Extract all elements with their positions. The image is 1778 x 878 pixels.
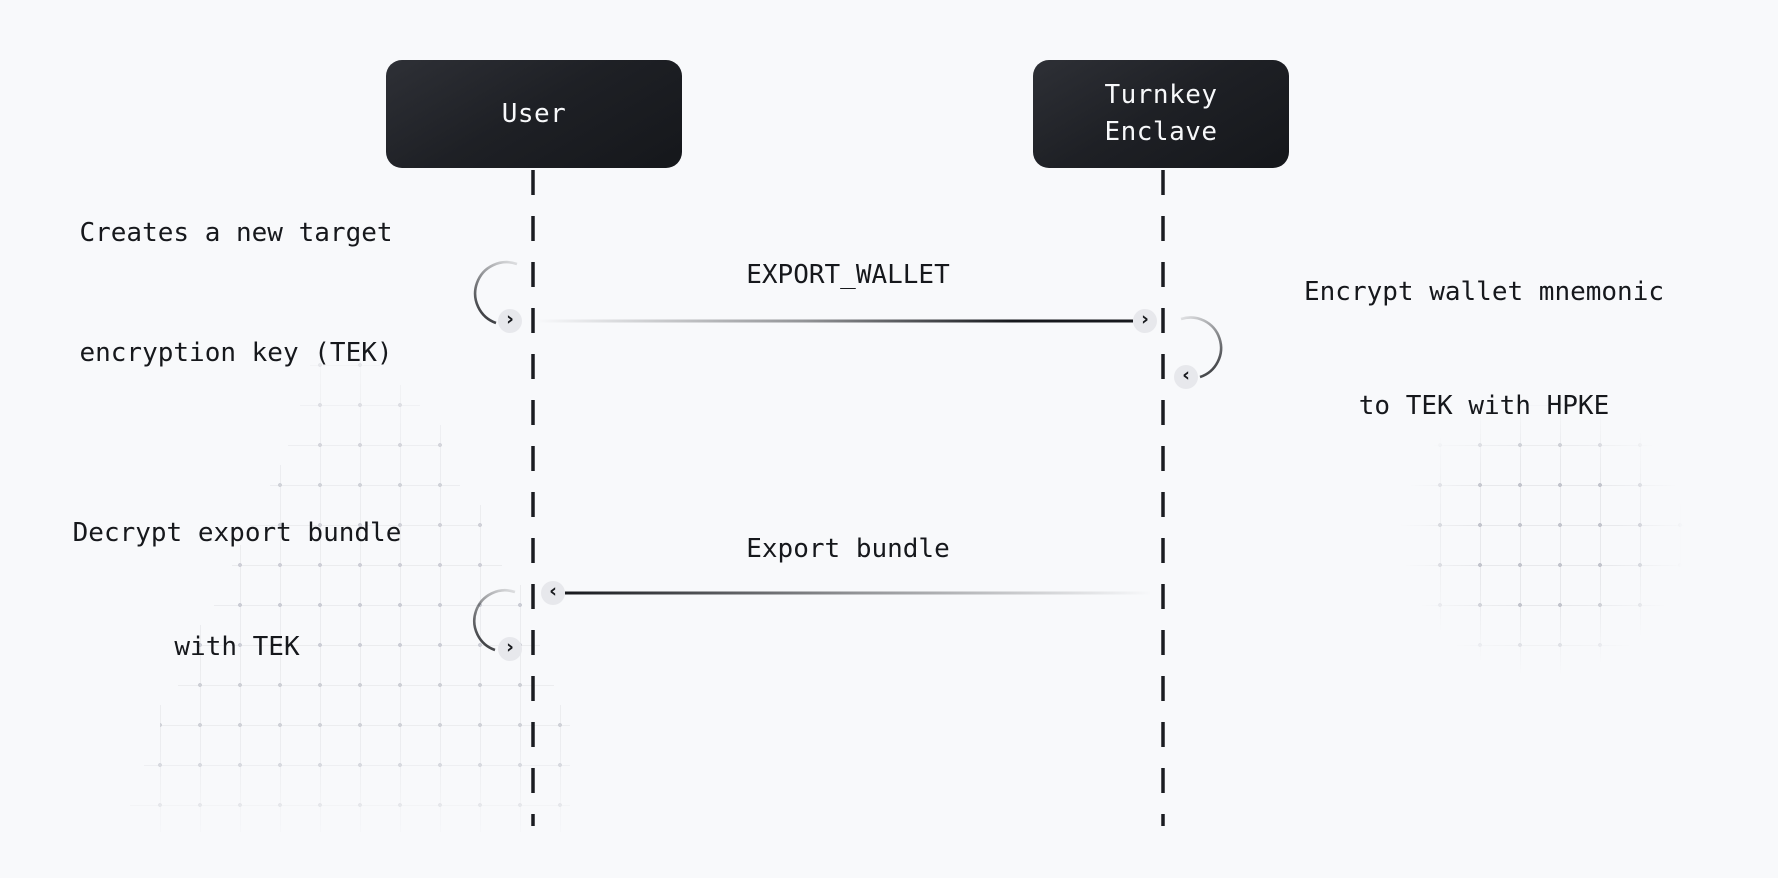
note-encrypt-mnemonic: Encrypt wallet mnemonic to TEK with HPKE	[1304, 197, 1664, 501]
chevron-right-icon: ›	[506, 635, 514, 658]
message-label-export-bundle: Export bundle	[746, 534, 950, 564]
arrow-badge-export-wallet: ›	[1133, 309, 1157, 333]
note-encrypt-line2: to TEK with HPKE	[1358, 391, 1610, 421]
message-label-export-wallet: EXPORT_WALLET	[746, 260, 950, 290]
note-decrypt-bundle: Decrypt export bundle with TEK	[73, 438, 402, 742]
note-decrypt-line1: Decrypt export bundle	[72, 518, 402, 548]
actor-box-user: User	[386, 60, 682, 168]
arrow-badge-decrypt-bundle: ›	[498, 637, 522, 661]
note-create-tek: Creates a new target encryption key (TEK…	[79, 133, 392, 453]
actor-turnkey-label-line1: Turnkey	[1104, 80, 1218, 110]
chevron-left-icon: ‹	[1182, 363, 1190, 386]
grid-pattern-right	[1398, 390, 1688, 690]
actor-user-label: User	[501, 98, 567, 129]
chevron-right-icon: ›	[1141, 307, 1149, 330]
chevron-right-icon: ›	[506, 307, 514, 330]
note-create-tek-line1: Creates a new target	[79, 218, 393, 248]
actor-turnkey-label-line2: Enclave	[1104, 117, 1218, 147]
chevron-left-icon: ‹	[549, 579, 557, 602]
self-loop-decrypt-bundle	[473, 589, 516, 652]
self-loop-create-tek	[473, 260, 518, 325]
note-decrypt-line2: with TEK	[174, 632, 300, 662]
self-loop-encrypt-mnemonic	[1180, 316, 1223, 379]
actor-box-turnkey-enclave: Turnkey Enclave	[1033, 60, 1289, 168]
note-encrypt-line1: Encrypt wallet mnemonic	[1303, 277, 1665, 307]
arrow-badge-encrypt-mnemonic: ‹	[1174, 365, 1198, 389]
arrow-badge-create-tek: ›	[498, 309, 522, 333]
note-create-tek-line2: encryption key (TEK)	[79, 338, 393, 368]
arrow-badge-export-bundle: ‹	[541, 581, 565, 605]
